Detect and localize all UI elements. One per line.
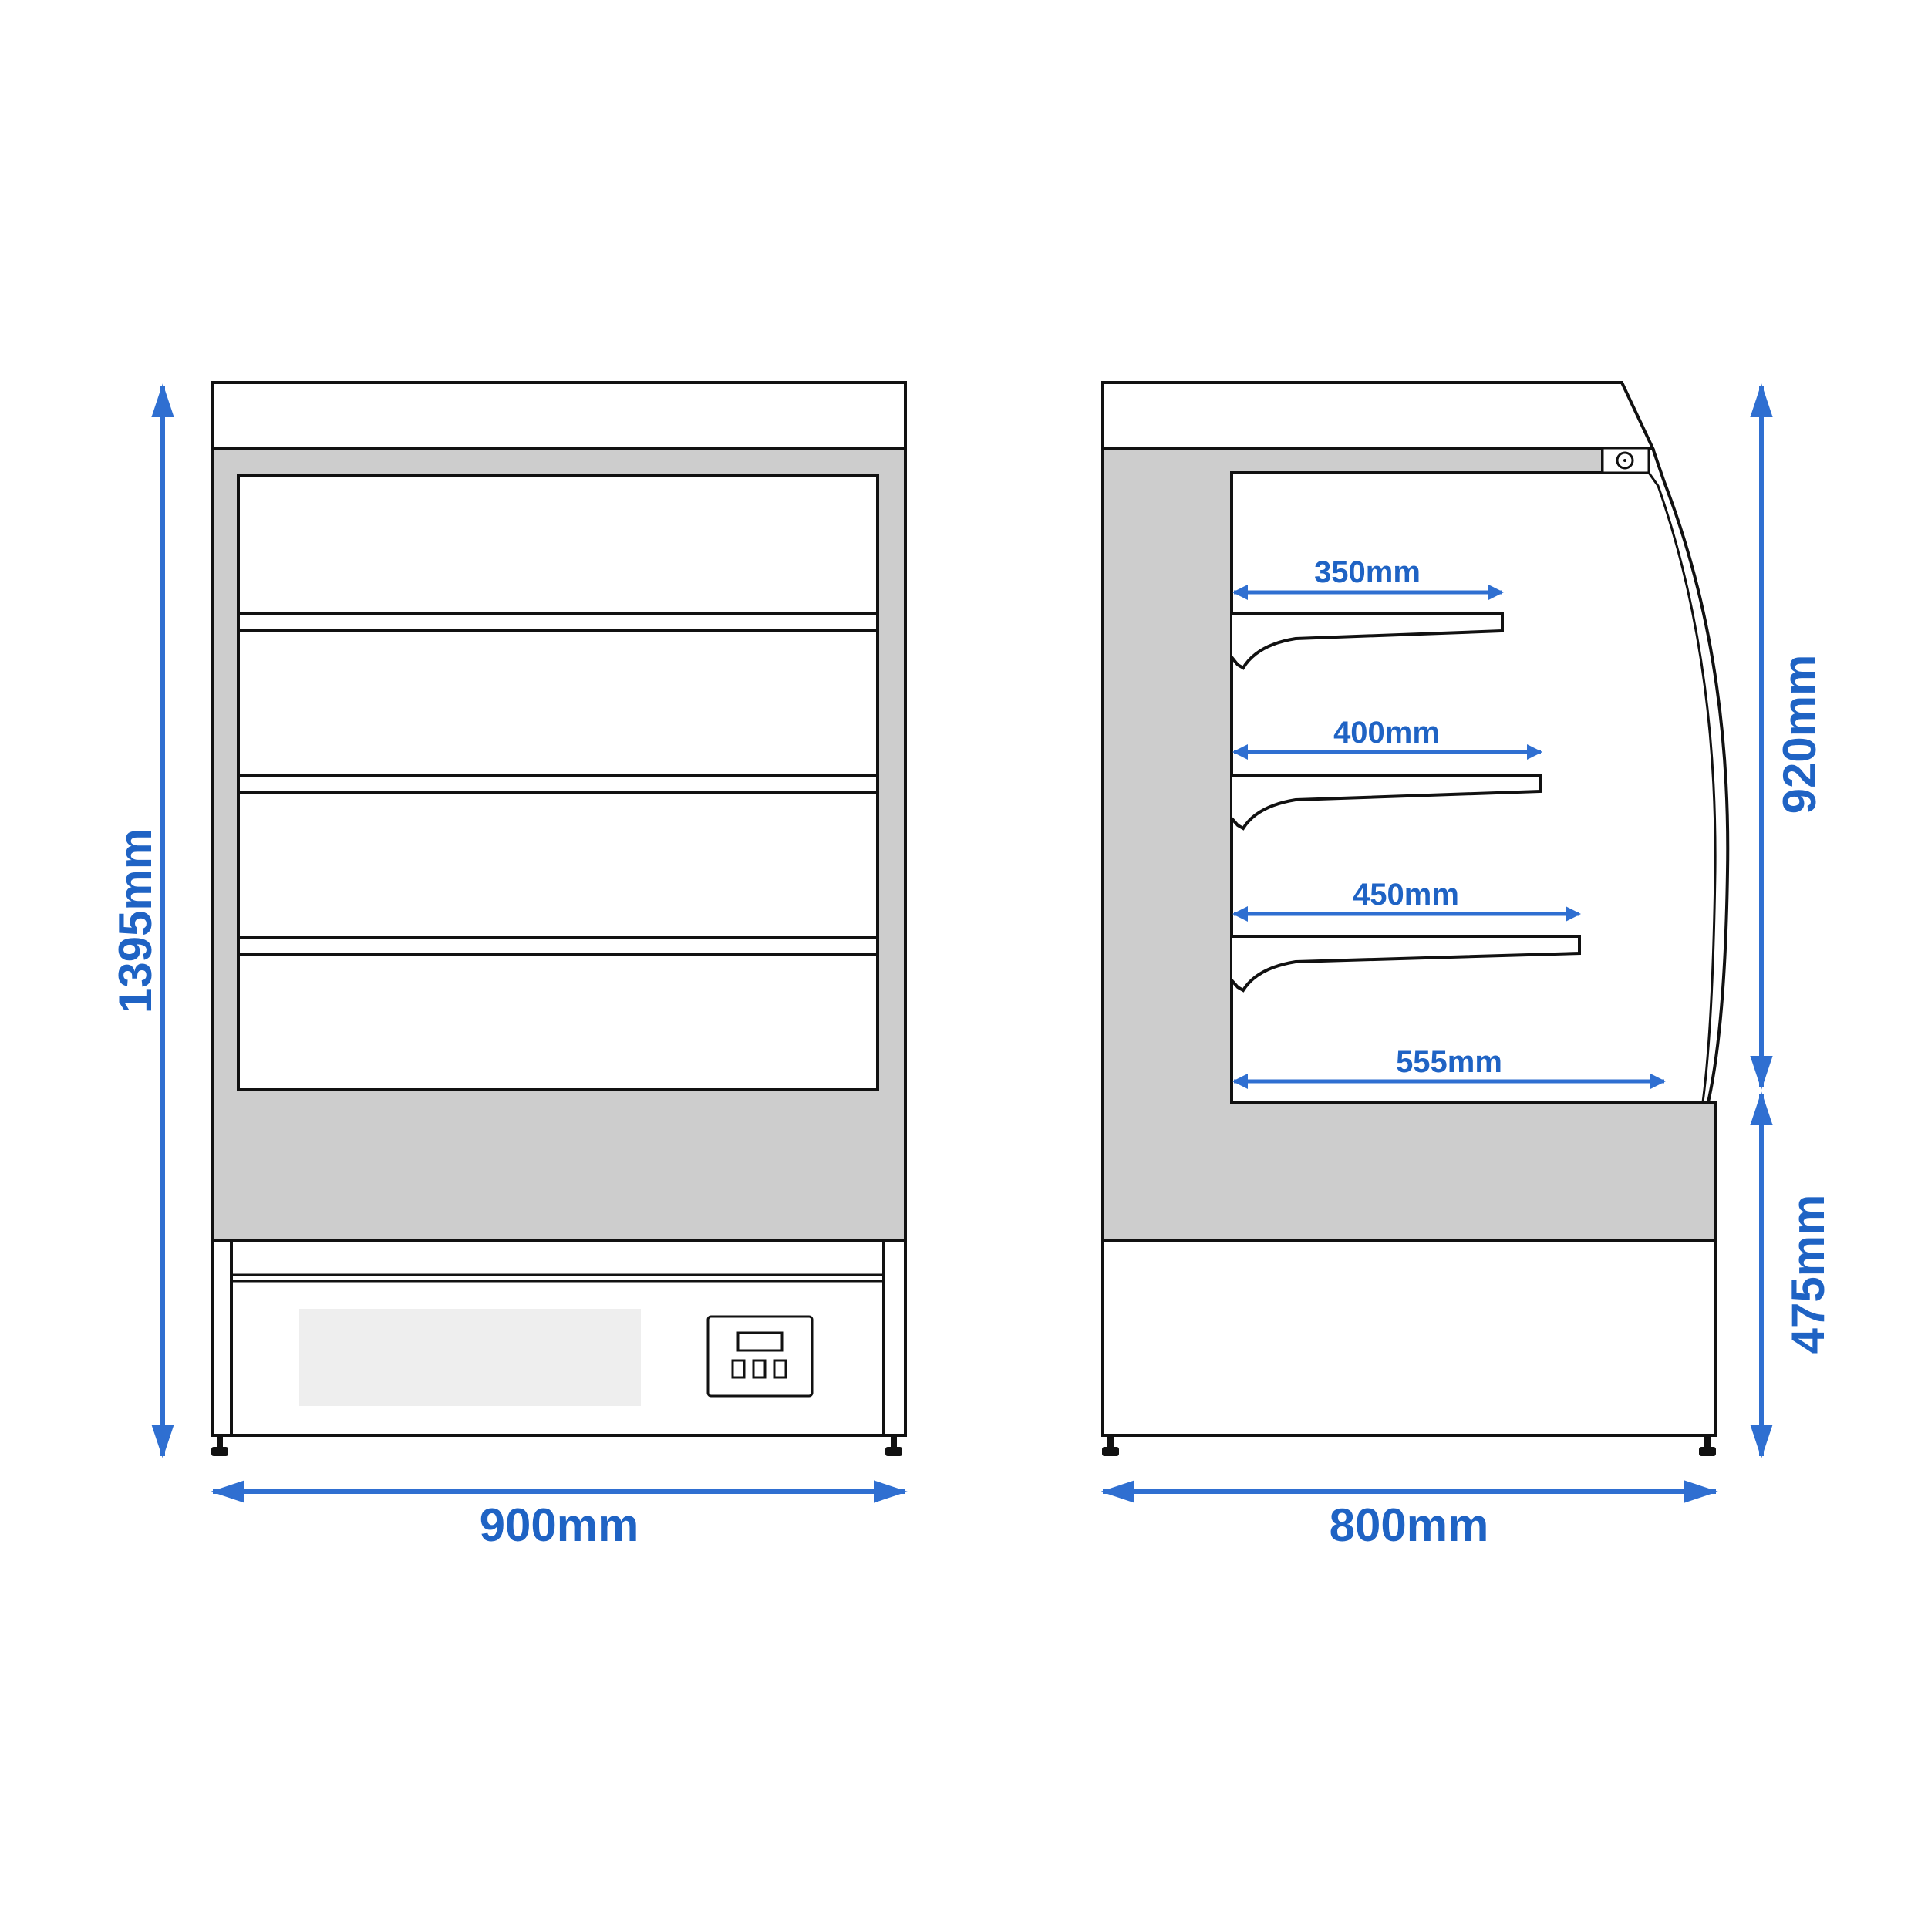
lower-height-label: 475mm bbox=[1782, 1195, 1834, 1354]
side-canopy bbox=[1101, 381, 1656, 450]
shelf-3-depth-label: 450mm bbox=[1353, 878, 1459, 912]
side-shelf-2 bbox=[1230, 774, 1542, 831]
front-height-label: 1395mm bbox=[110, 828, 161, 1013]
side-view bbox=[1101, 381, 1730, 1456]
front-width-dimension: 900mm bbox=[211, 1480, 908, 1551]
side-depth-dimension: 800mm bbox=[1101, 1480, 1718, 1551]
front-shelf-3 bbox=[237, 936, 879, 956]
side-lower-height-dimension: 475mm bbox=[1750, 1091, 1834, 1458]
side-depth-label: 800mm bbox=[1330, 1499, 1489, 1551]
shelf-dimensions: 350mm 400mm 450mm 555mm bbox=[1232, 555, 1666, 1089]
front-height-dimension: 1395mm bbox=[110, 383, 174, 1458]
front-view bbox=[211, 381, 907, 1456]
front-shelf-2 bbox=[237, 774, 879, 794]
side-feet bbox=[1102, 1435, 1716, 1456]
shelf-1-depth-label: 350mm bbox=[1314, 555, 1421, 589]
shelf-2-depth-label: 400mm bbox=[1333, 716, 1440, 750]
side-shelf-3 bbox=[1230, 935, 1581, 993]
base-depth-label: 555mm bbox=[1396, 1045, 1502, 1079]
side-base bbox=[1101, 1239, 1717, 1437]
front-canopy bbox=[211, 381, 907, 450]
front-width-label: 900mm bbox=[480, 1499, 639, 1551]
side-upper-height-dimension: 920mm bbox=[1750, 383, 1825, 1090]
upper-height-label: 920mm bbox=[1774, 655, 1825, 814]
controller-panel-icon bbox=[706, 1315, 814, 1398]
front-shelf-1 bbox=[237, 612, 879, 632]
front-feet bbox=[211, 1435, 902, 1456]
front-display-strip bbox=[299, 1309, 641, 1406]
side-shelf-1 bbox=[1230, 612, 1504, 670]
side-glass-front bbox=[1651, 447, 1730, 1103]
